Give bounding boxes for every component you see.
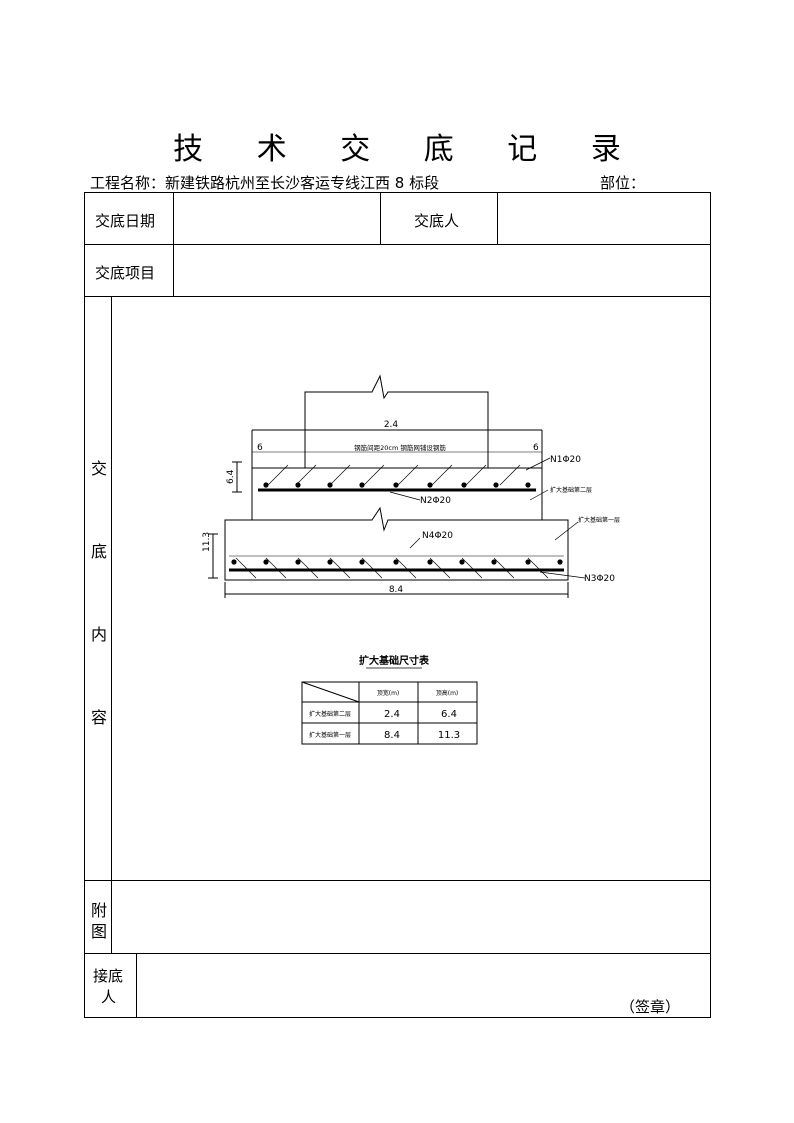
project-name: 工程名称：新建铁路杭州至长沙客运专线江西 8 标段 xyxy=(90,174,440,192)
bottom-block-label: 扩大基础第一层 xyxy=(578,516,620,524)
size-table-caption: 扩大基础尺寸表 xyxy=(359,654,430,667)
size-row2-width: 8.4 xyxy=(384,730,400,741)
size-row1-height: 6.4 xyxy=(441,709,457,720)
col-divider-a xyxy=(173,192,174,296)
col-divider-b xyxy=(380,192,381,244)
attach-label-1: 附 xyxy=(91,901,108,920)
dim-edge-right: 6 xyxy=(533,443,539,453)
top-block-label: 扩大基础第二层 xyxy=(550,486,592,494)
row-divider-1 xyxy=(84,244,711,245)
size-row1-width: 2.4 xyxy=(384,709,400,720)
row-divider-4 xyxy=(84,953,711,954)
document-title: 技 术 交 底 记 录 xyxy=(173,132,643,167)
pier-outline xyxy=(304,374,489,468)
receiver-label-1: 接底 xyxy=(93,967,124,985)
item-label: 交底项目 xyxy=(95,264,156,282)
row-divider-2 xyxy=(84,296,711,297)
col-divider-c xyxy=(497,192,498,244)
row-divider-3 xyxy=(84,880,711,881)
dim-edge-left: 6 xyxy=(257,443,263,453)
size-table xyxy=(301,681,478,745)
attach-label-2: 图 xyxy=(91,922,108,941)
content-label-4: 容 xyxy=(91,708,108,727)
person-label: 交底人 xyxy=(414,212,460,230)
rebar-n4-label: N4Φ20 xyxy=(422,531,453,541)
location-label: 部位： xyxy=(600,174,646,192)
col-divider-d xyxy=(111,296,112,953)
rebar-n1-label: N1Φ20 xyxy=(550,455,581,465)
content-label-2: 底 xyxy=(91,542,108,561)
content-label-3: 内 xyxy=(91,625,108,644)
col-divider-e xyxy=(136,953,137,1018)
size-row2-name: 扩大基础第一层 xyxy=(309,731,351,739)
date-label: 交底日期 xyxy=(95,212,156,230)
rebar-n3-label: N3Φ20 xyxy=(584,574,615,584)
size-col1-header: 顶宽(m) xyxy=(377,689,400,697)
receiver-label-2: 人 xyxy=(101,988,117,1006)
signature-label: （签章） xyxy=(620,998,681,1016)
record-table xyxy=(84,192,711,1018)
spacing-note: 钢筋间距20cm 钢筋网铺设钢筋 xyxy=(354,443,446,452)
rebar-n2-label: N2Φ20 xyxy=(420,496,451,506)
dim-top-width: 2.4 xyxy=(384,420,399,430)
bottom-block xyxy=(224,506,569,581)
size-row2-height: 11.3 xyxy=(438,730,460,741)
dim-bottom-width: 8.4 xyxy=(389,585,404,595)
dim-bottom-height: 11.3 xyxy=(202,532,212,552)
dim-top-height: 6.4 xyxy=(226,469,236,484)
content-label-1: 交 xyxy=(91,459,108,478)
size-col2-header: 顶高(m) xyxy=(436,689,459,697)
size-row1-name: 扩大基础第二层 xyxy=(309,710,351,718)
